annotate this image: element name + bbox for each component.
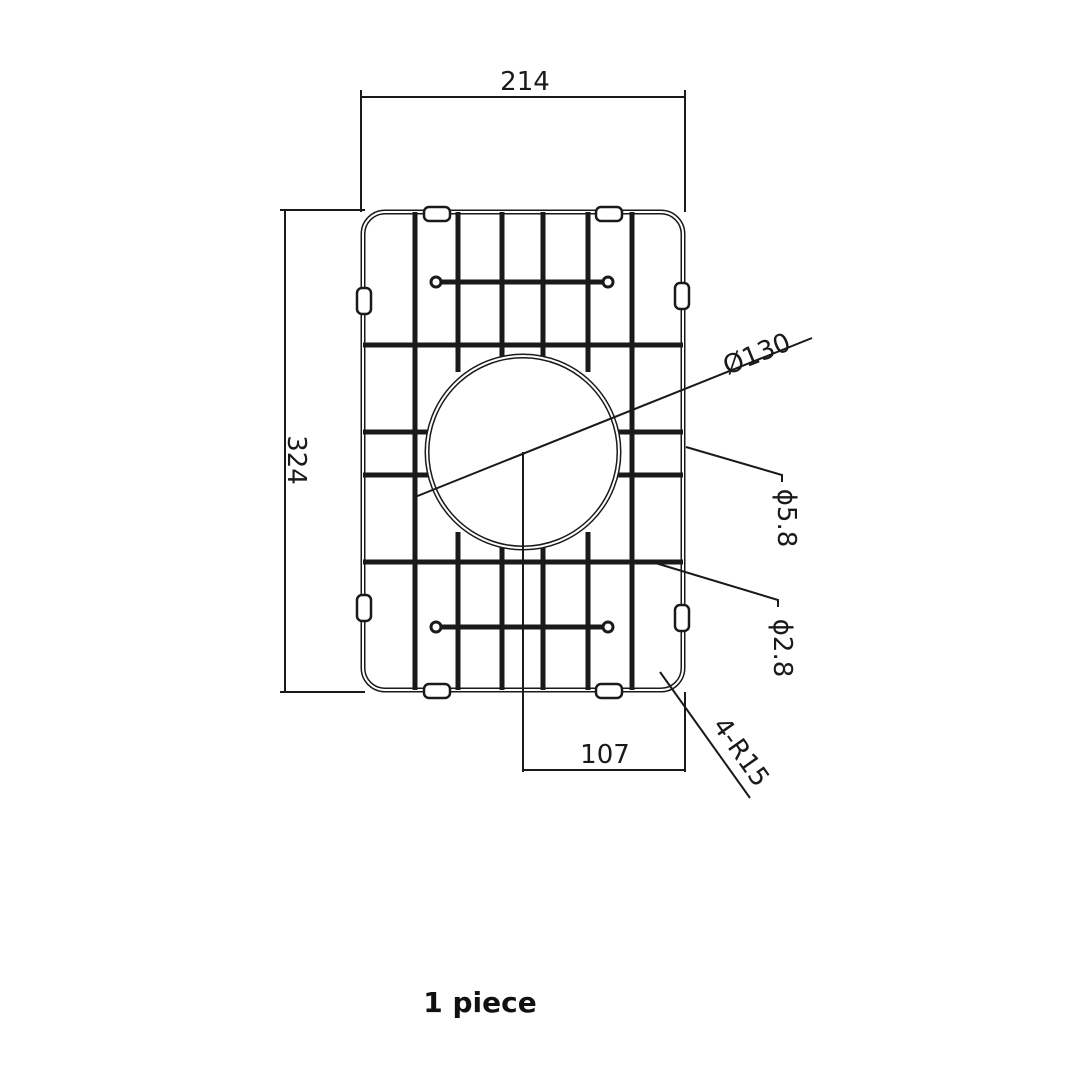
- hole-diameter-label: Ø130: [719, 328, 795, 382]
- wire-diameter-small-label: ϕ2.8: [767, 619, 797, 678]
- quantity-caption: 1 piece: [423, 986, 537, 1019]
- height-label: 324: [281, 435, 311, 485]
- dimension-lines: [280, 90, 813, 799]
- width-label: 214: [500, 67, 550, 97]
- wire-diameter-large-label: ϕ5.8: [771, 489, 801, 548]
- half-width-label: 107: [580, 740, 630, 770]
- rubber-bumpers: [355, 205, 691, 700]
